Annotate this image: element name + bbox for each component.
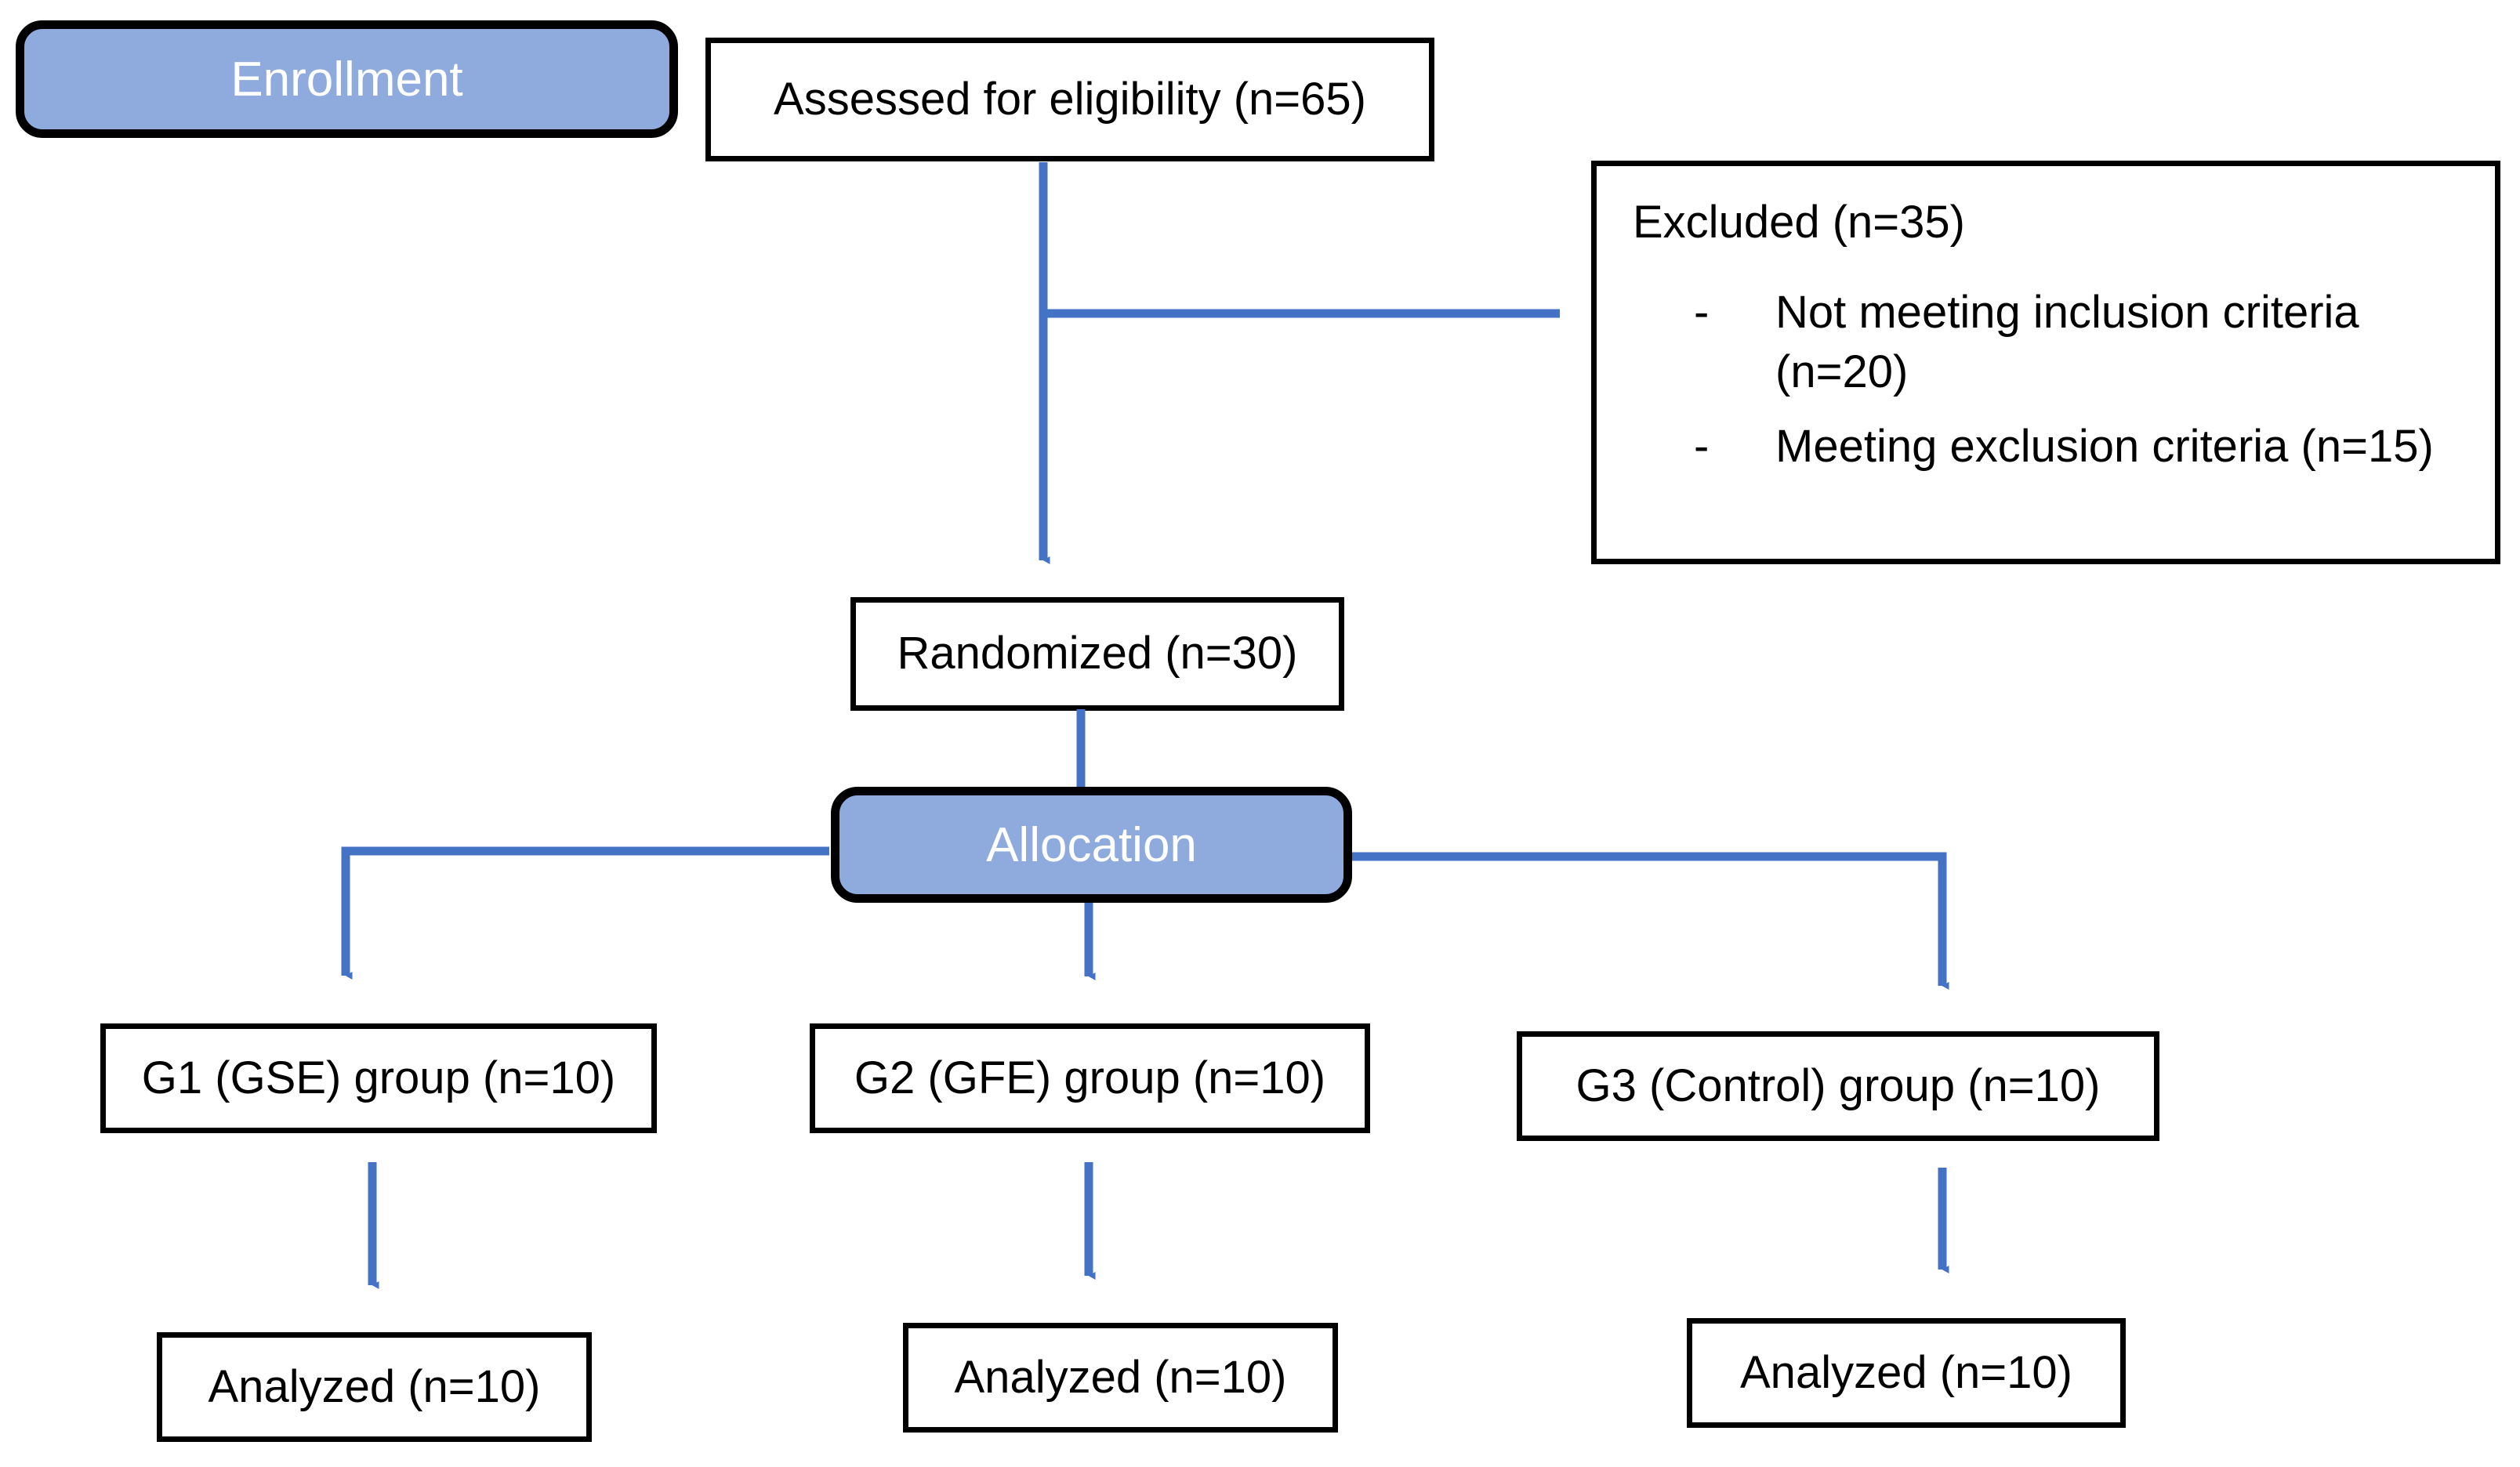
node-assessed-label: Assessed for eligibility (n=65): [774, 73, 1366, 125]
node-group-g2-label: G2 (GFE) group (n=10): [854, 1052, 1326, 1103]
node-analyzed-g2-label: Analyzed (n=10): [954, 1351, 1287, 1403]
node-group-g2: G2 (GFE) group (n=10): [810, 1023, 1370, 1133]
excluded-title: Excluded (n=35): [1633, 197, 1965, 248]
bullet-dash-icon: -: [1694, 421, 1710, 473]
connector-allocation-to-g3: [1350, 852, 1949, 990]
node-randomized-label: Randomized (n=30): [897, 628, 1298, 679]
node-analyzed-g1-label: Analyzed (n=10): [208, 1360, 541, 1412]
banner-enrollment: Enrollment: [16, 20, 678, 138]
node-randomized: Randomized (n=30): [850, 597, 1344, 711]
excluded-reason-item: - Meeting exclusion criteria (n=15): [1633, 417, 2464, 476]
node-excluded: Excluded (n=35) - Not meeting inclusion …: [1591, 161, 2500, 564]
banner-allocation-label: Allocation: [986, 817, 1197, 872]
node-group-g3: G3 (Control) group (n=10): [1517, 1031, 2159, 1141]
node-assessed-for-eligibility: Assessed for eligibility (n=65): [705, 38, 1434, 161]
node-analyzed-g1: Analyzed (n=10): [157, 1332, 592, 1442]
node-analyzed-g3-label: Analyzed (n=10): [1740, 1346, 2072, 1398]
excluded-reason-list: - Not meeting inclusion criteria (n=20) …: [1633, 283, 2464, 476]
excluded-reason-item: - Not meeting inclusion criteria (n=20): [1633, 283, 2464, 401]
bullet-dash-icon: -: [1694, 287, 1710, 339]
banner-allocation: Allocation: [831, 787, 1352, 903]
banner-enrollment-label: Enrollment: [230, 52, 463, 107]
node-group-g1-label: G1 (GSE) group (n=10): [141, 1052, 616, 1103]
excluded-reason-text: Not meeting inclusion criteria (n=20): [1775, 287, 2359, 397]
node-analyzed-g3: Analyzed (n=10): [1687, 1318, 2126, 1428]
connector-allocation-to-g1: [341, 846, 829, 980]
node-group-g1: G1 (GSE) group (n=10): [100, 1023, 657, 1133]
excluded-reason-text: Meeting exclusion criteria (n=15): [1775, 421, 2434, 473]
node-group-g3-label: G3 (Control) group (n=10): [1575, 1060, 2101, 1111]
node-analyzed-g2: Analyzed (n=10): [903, 1323, 1338, 1433]
